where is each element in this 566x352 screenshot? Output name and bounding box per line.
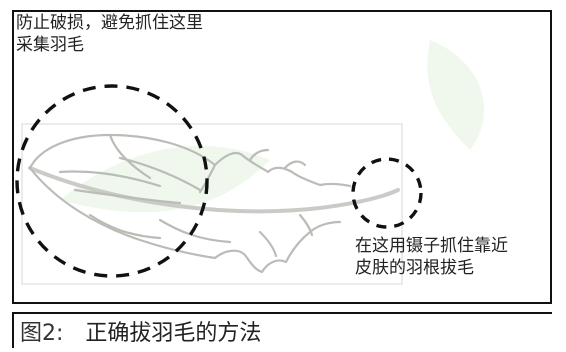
grip-zone-circle <box>351 157 423 229</box>
photo-frame <box>21 123 403 285</box>
figure-frame <box>12 10 552 304</box>
top-annotation: 防止破损，避免抓住这里 采集羽毛 <box>16 12 203 56</box>
avoid-zone-circle <box>15 84 209 278</box>
caption-label: 图2: <box>20 321 64 346</box>
bottom-annotation-line-2: 皮肤的羽根拔毛 <box>355 258 474 278</box>
figure-caption: 图2: 正确拔羽毛的方法 <box>12 312 552 348</box>
top-annotation-line-2: 采集羽毛 <box>16 35 84 55</box>
top-annotation-line-1: 防止破损，避免抓住这里 <box>16 13 203 33</box>
bottom-annotation: 在这用镊子抓住靠近 皮肤的羽根拔毛 <box>355 235 508 279</box>
bottom-annotation-line-1: 在这用镊子抓住靠近 <box>355 236 508 256</box>
feather-icon <box>28 133 400 274</box>
caption-title: 正确拔羽毛的方法 <box>85 321 262 346</box>
